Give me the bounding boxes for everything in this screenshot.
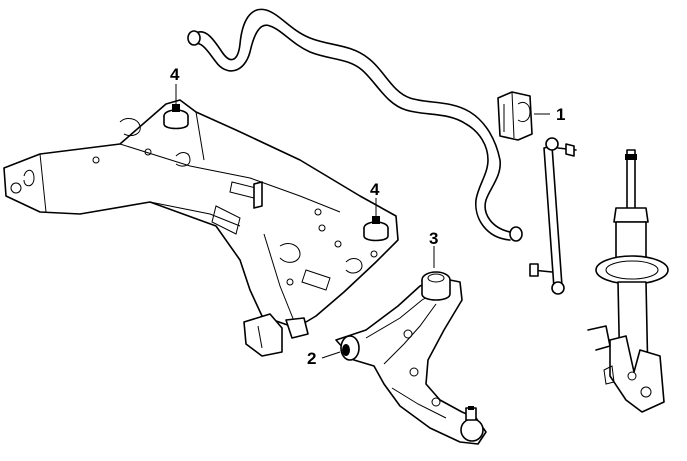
callout-4-front: 4 (370, 180, 380, 199)
callout-1: 1 (556, 105, 565, 124)
control-arm-rear-bushing (421, 271, 451, 301)
stabilizer-bar (187, 8, 523, 242)
strut-assembly (587, 149, 669, 413)
callout-2: 2 (307, 349, 316, 368)
control-arm-front-bushing (340, 335, 360, 361)
stabilizer-bushing (497, 91, 533, 141)
subframe (3, 99, 399, 357)
stabilizer-link (529, 137, 577, 295)
callout-4-rear: 4 (170, 65, 180, 84)
callout-leaders (175, 84, 550, 359)
callout-labels: 1 2 3 4 4 (170, 65, 565, 368)
lower-control-arm (335, 277, 487, 445)
subframe-mount-rear (163, 104, 189, 130)
callout-3: 3 (429, 229, 438, 248)
subframe-mount-front (363, 216, 389, 242)
